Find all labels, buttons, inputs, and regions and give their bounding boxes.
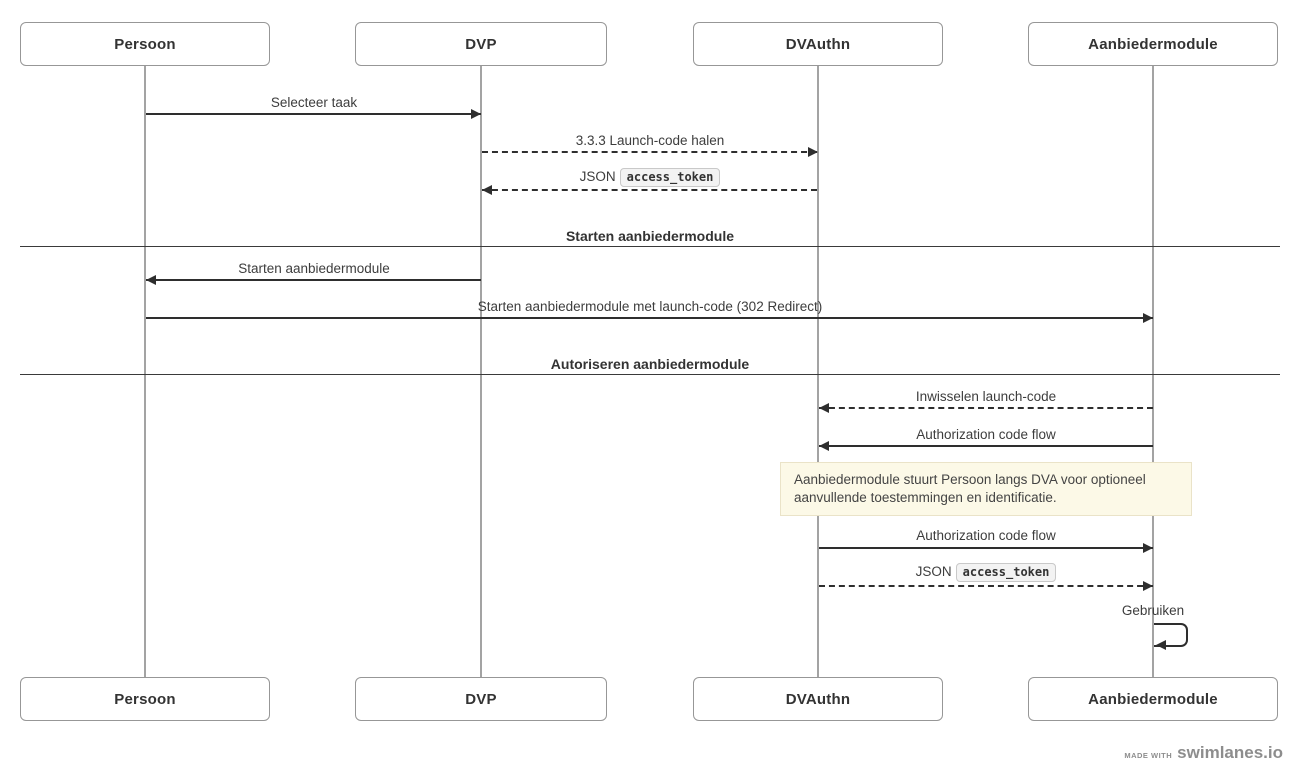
message-label: Starten aanbiedermodule met launch-code … [477, 299, 823, 314]
section-title: Autoriseren aanbiedermodule [550, 356, 750, 372]
arrowhead-right-icon [1143, 543, 1153, 553]
message-label: Authorization code flow [916, 427, 1056, 442]
arrowhead-left-icon [482, 185, 492, 195]
message-label: 3.3.3 Launch-code halen [575, 133, 725, 148]
actor-label: Aanbiedermodule [1088, 35, 1218, 53]
arrowhead-right-icon [1143, 581, 1153, 591]
actor-label: Persoon [114, 690, 176, 708]
message-arrow [146, 113, 481, 115]
message-label-text: JSON [915, 564, 952, 579]
message-label: Authorization code flow [916, 528, 1056, 543]
message-label-text: JSON [579, 169, 616, 184]
actor-label: DVP [465, 35, 497, 53]
arrowhead-right-icon [808, 147, 818, 157]
message-arrow [819, 547, 1153, 549]
arrowhead-right-icon [1143, 313, 1153, 323]
actor-top-dvp: DVP [355, 22, 607, 66]
swimlanes-brand-link[interactable]: swimlanes.io [1177, 743, 1283, 762]
lifeline-dvauthn [817, 66, 819, 677]
actor-bottom-aanbiedermodule: Aanbiedermodule [1028, 677, 1278, 721]
lifeline-dvp [480, 66, 482, 677]
actor-bottom-dvp: DVP [355, 677, 607, 721]
code-chip: access_token [619, 168, 721, 187]
message-label: Gebruiken [1121, 603, 1185, 618]
actor-top-aanbiedermodule: Aanbiedermodule [1028, 22, 1278, 66]
actor-bottom-persoon: Persoon [20, 677, 270, 721]
note: Aanbiedermodule stuurt Persoon langs DVA… [780, 462, 1192, 516]
section-divider [20, 374, 1280, 375]
section-title: Starten aanbiedermodule [565, 228, 735, 244]
actor-bottom-dvauthn: DVAuthn [693, 677, 943, 721]
arrowhead-left-icon [819, 403, 829, 413]
arrowhead-right-icon [471, 109, 481, 119]
code-chip: access_token [955, 563, 1057, 582]
arrowhead-left-icon [819, 441, 829, 451]
actor-label: Aanbiedermodule [1088, 690, 1218, 708]
message-arrow [482, 151, 817, 153]
message-label: Selecteer taak [270, 95, 358, 110]
actor-label: Persoon [114, 35, 176, 53]
actor-label: DVAuthn [785, 35, 851, 53]
section-divider [20, 246, 1280, 247]
message-arrow [146, 279, 481, 281]
actor-label: DVP [465, 690, 497, 708]
message-arrow [819, 445, 1153, 447]
lifeline-aanbiedermodule [1152, 66, 1154, 677]
arrowhead-left-icon [1156, 640, 1166, 650]
lifeline-persoon [144, 66, 146, 677]
arrowhead-left-icon [146, 275, 156, 285]
self-message-loop [1154, 623, 1188, 647]
message-arrow [819, 585, 1153, 587]
made-with-label: MADE WITH [1124, 751, 1173, 760]
message-label: Inwisselen launch-code [915, 389, 1057, 404]
actor-top-persoon: Persoon [20, 22, 270, 66]
actor-label: DVAuthn [785, 690, 851, 708]
footer: MADE WITH swimlanes.io [1124, 743, 1283, 763]
message-arrow [146, 317, 1153, 319]
message-label: Starten aanbiedermodule [238, 261, 390, 276]
actor-top-dvauthn: DVAuthn [693, 22, 943, 66]
message-arrow [819, 407, 1153, 409]
message-arrow [482, 189, 817, 191]
